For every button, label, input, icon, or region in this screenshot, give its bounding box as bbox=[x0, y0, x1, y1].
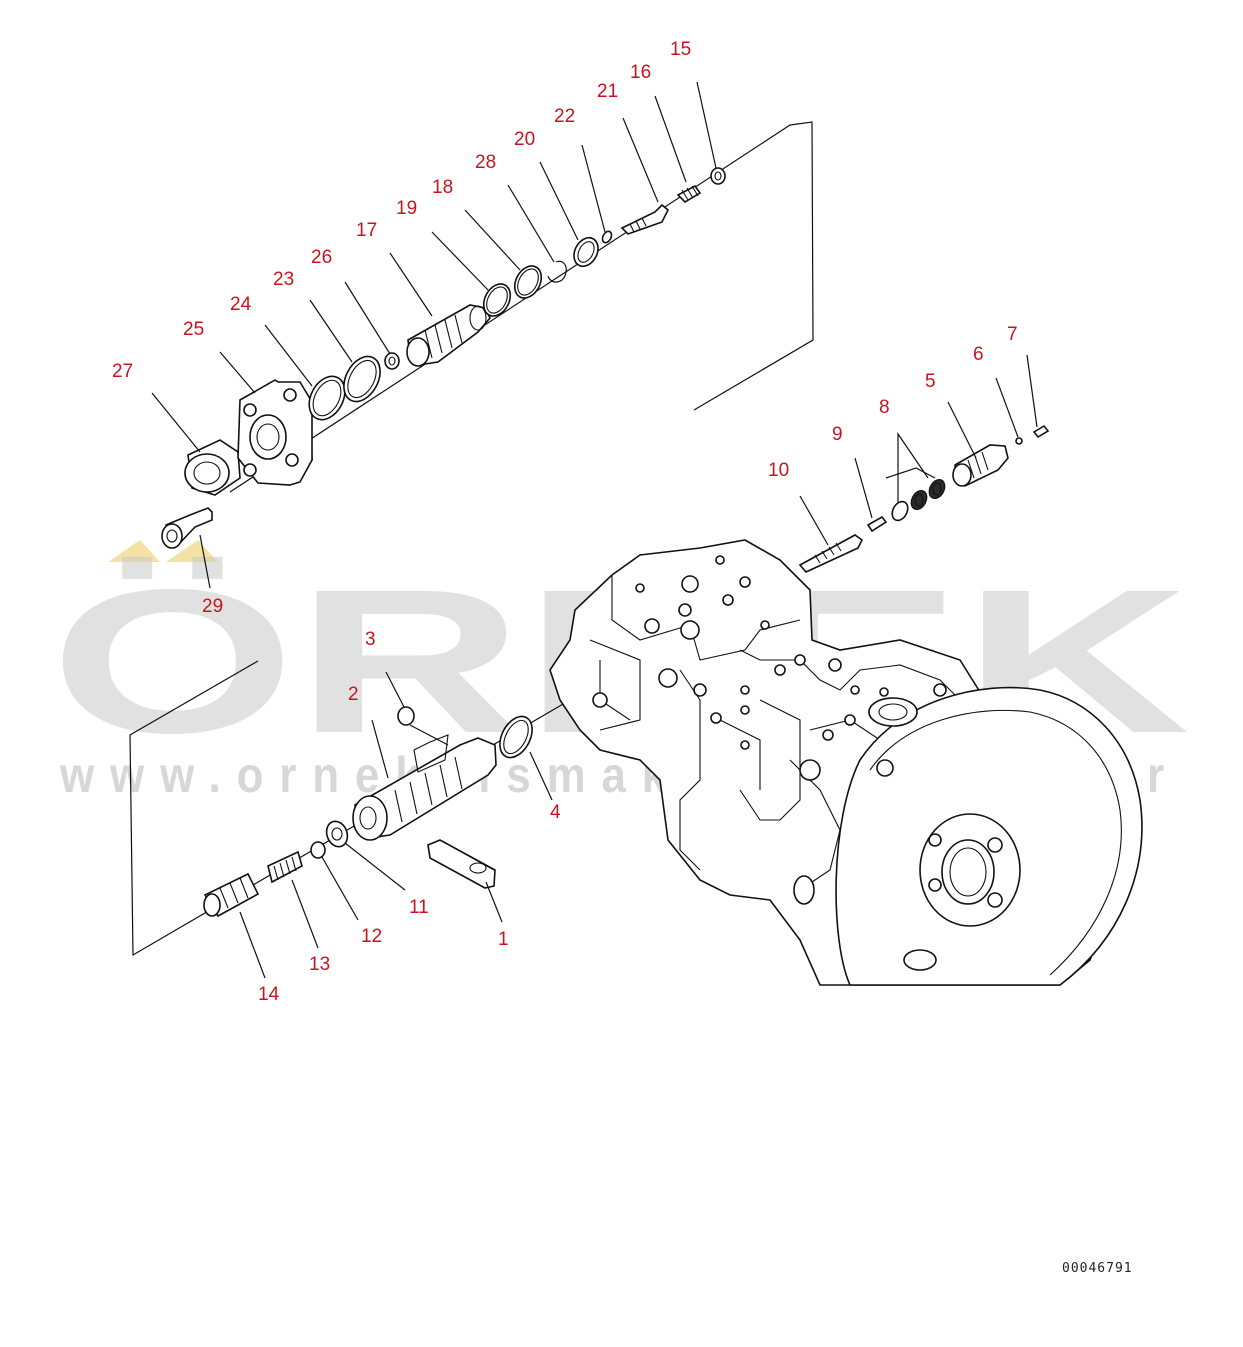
callout-2: 2 bbox=[348, 684, 359, 705]
reference-code: 00046791 bbox=[1062, 1261, 1133, 1276]
callout-13: 13 bbox=[309, 954, 330, 975]
callout-labels: 27 25 24 23 26 17 19 18 28 20 22 21 16 1… bbox=[112, 39, 1018, 1005]
watermark-accent-left bbox=[108, 540, 160, 562]
part-12-plug bbox=[310, 841, 326, 859]
lower-group-bracket bbox=[129, 660, 571, 957]
callout-3: 3 bbox=[365, 629, 376, 650]
callout-6: 6 bbox=[973, 344, 984, 365]
callout-14: 14 bbox=[258, 984, 280, 1005]
callout-21: 21 bbox=[597, 81, 618, 102]
part-10-spool bbox=[798, 534, 864, 573]
callout-16: 16 bbox=[630, 62, 651, 83]
part-29-bolt bbox=[161, 507, 213, 549]
callout-10: 10 bbox=[768, 460, 789, 481]
callout-22: 22 bbox=[554, 106, 575, 127]
callout-17: 17 bbox=[356, 220, 377, 241]
callout-12: 12 bbox=[361, 926, 382, 947]
part-22-small-ring bbox=[601, 230, 613, 244]
callout-4: 4 bbox=[550, 802, 561, 823]
part-7-screw bbox=[1032, 424, 1050, 439]
callout-19: 19 bbox=[396, 198, 417, 219]
callout-18: 18 bbox=[432, 177, 453, 198]
part-14-spring bbox=[203, 872, 260, 918]
upper-group-bracket bbox=[229, 121, 814, 493]
callout-8: 8 bbox=[879, 397, 890, 418]
part-13-spring bbox=[267, 850, 303, 884]
part-24-o-ring bbox=[308, 375, 346, 421]
leader-lines bbox=[151, 81, 1038, 979]
part-5-plug bbox=[952, 444, 1009, 487]
callout-26: 26 bbox=[311, 247, 332, 268]
callout-11: 11 bbox=[409, 897, 429, 918]
part-1-key bbox=[427, 839, 496, 889]
part-21-spool bbox=[620, 203, 669, 235]
callout-28: 28 bbox=[475, 152, 496, 173]
callout-23: 23 bbox=[273, 269, 294, 290]
watermark-accent-right bbox=[166, 540, 218, 562]
callout-15: 15 bbox=[670, 39, 691, 60]
callout-7: 7 bbox=[1007, 324, 1018, 345]
part-3-plug bbox=[397, 706, 415, 726]
part-28-snap-ring bbox=[547, 260, 567, 283]
part-26-plug bbox=[384, 352, 400, 370]
callout-9: 9 bbox=[832, 424, 843, 445]
part-17-sleeve bbox=[406, 304, 491, 367]
part-2-piston bbox=[352, 734, 497, 841]
callout-1: 1 bbox=[498, 929, 509, 950]
callout-27: 27 bbox=[112, 361, 133, 382]
callout-25: 25 bbox=[183, 319, 204, 340]
part-8-o-rings bbox=[891, 478, 946, 522]
callout-24: 24 bbox=[230, 294, 252, 315]
part-27-nut bbox=[184, 439, 241, 496]
part-25-cover bbox=[237, 379, 313, 486]
pump-housing bbox=[549, 539, 1143, 986]
part-16-spring bbox=[676, 184, 702, 204]
part-23-o-ring bbox=[343, 355, 381, 403]
part-6-ball bbox=[1015, 437, 1023, 445]
callout-29: 29 bbox=[202, 596, 223, 617]
part-9-pin bbox=[866, 515, 888, 533]
part-15-plug bbox=[710, 167, 726, 185]
part-20-ring bbox=[573, 236, 599, 268]
part-11-seat bbox=[325, 820, 349, 848]
part-18-o-ring bbox=[513, 265, 543, 299]
callout-20: 20 bbox=[514, 129, 535, 150]
part-4-o-ring bbox=[499, 715, 533, 759]
callout-5: 5 bbox=[925, 371, 936, 392]
part-19-o-ring bbox=[482, 283, 512, 317]
